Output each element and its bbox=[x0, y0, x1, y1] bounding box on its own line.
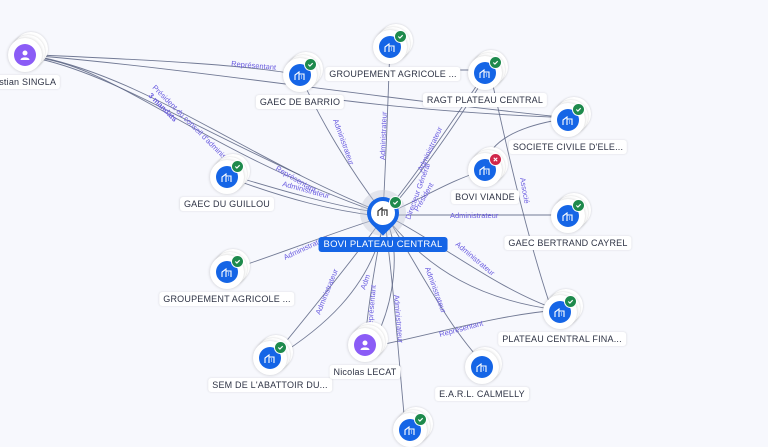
check-icon bbox=[231, 160, 244, 173]
edge-label-representant: Représentant bbox=[365, 284, 378, 331]
check-icon bbox=[414, 413, 427, 426]
building-icon bbox=[471, 356, 493, 378]
edge[interactable] bbox=[382, 44, 391, 214]
check-icon bbox=[394, 30, 407, 43]
building-icon bbox=[377, 204, 389, 222]
node-label: GAEC DE BARRIO bbox=[255, 95, 345, 109]
node-label: GROUPEMENT AGRICOLE ... bbox=[159, 292, 295, 306]
person-icon bbox=[14, 44, 36, 66]
node-label: SOCIETE CIVILE D'ELE... bbox=[508, 140, 628, 154]
check-icon bbox=[489, 56, 502, 69]
edge-label-administrateur: Administrateur bbox=[454, 240, 497, 278]
node-label: GROUPEMENT AGRICOLE ... bbox=[325, 67, 461, 81]
edge-label-administrateur: Administrateur bbox=[314, 267, 341, 316]
edge[interactable] bbox=[394, 219, 559, 311]
edge[interactable] bbox=[39, 54, 301, 76]
edge-label-associe: Associé bbox=[518, 177, 531, 204]
node-label: E.A.R.L. CALMELLY bbox=[435, 387, 529, 401]
edge[interactable] bbox=[39, 58, 301, 176]
edge-label-administrateur: Administrateur bbox=[450, 211, 499, 220]
node-label: BOVI VIANDE bbox=[451, 190, 519, 204]
close-icon bbox=[489, 153, 502, 166]
edge[interactable] bbox=[379, 309, 559, 346]
edge[interactable] bbox=[299, 74, 384, 214]
node-label: RAGT PLATEAU CENTRAL bbox=[422, 93, 548, 107]
edge[interactable] bbox=[274, 221, 381, 356]
edge-label-administrateur: Administrateur bbox=[423, 266, 448, 315]
edge[interactable] bbox=[229, 177, 379, 217]
check-icon bbox=[274, 341, 287, 354]
check-icon bbox=[304, 58, 317, 71]
node-label: SEM DE L'ABATTOIR DU... bbox=[208, 378, 332, 392]
edge-label-administrateur: Administrateur bbox=[378, 111, 389, 160]
check-icon bbox=[572, 103, 585, 116]
person-icon bbox=[354, 334, 376, 356]
edge-label-representant: Représentant bbox=[231, 59, 278, 72]
node-label: Nicolas LECAT bbox=[329, 365, 401, 379]
edge[interactable] bbox=[39, 57, 381, 214]
check-icon bbox=[572, 199, 585, 212]
node-label: ristian SINGLA bbox=[0, 75, 61, 89]
node-label: PLATEAU CENTRAL FINA... bbox=[498, 332, 626, 346]
check-icon bbox=[564, 295, 577, 308]
edge[interactable] bbox=[39, 55, 571, 119]
node-label: GAEC BERTRAND CAYREL bbox=[504, 236, 632, 250]
edge[interactable] bbox=[229, 217, 381, 271]
edge[interactable] bbox=[39, 56, 384, 214]
check-icon bbox=[231, 255, 244, 268]
edge-label-administrateur: Administrateur bbox=[392, 294, 405, 343]
central-node-label: BOVI PLATEAU CENTRAL bbox=[318, 237, 448, 252]
edge-label-representant: Représentant bbox=[438, 318, 485, 339]
check-icon bbox=[389, 196, 402, 209]
node-label: GAEC DU GUILLOU bbox=[179, 197, 275, 211]
edge[interactable] bbox=[339, 99, 571, 119]
